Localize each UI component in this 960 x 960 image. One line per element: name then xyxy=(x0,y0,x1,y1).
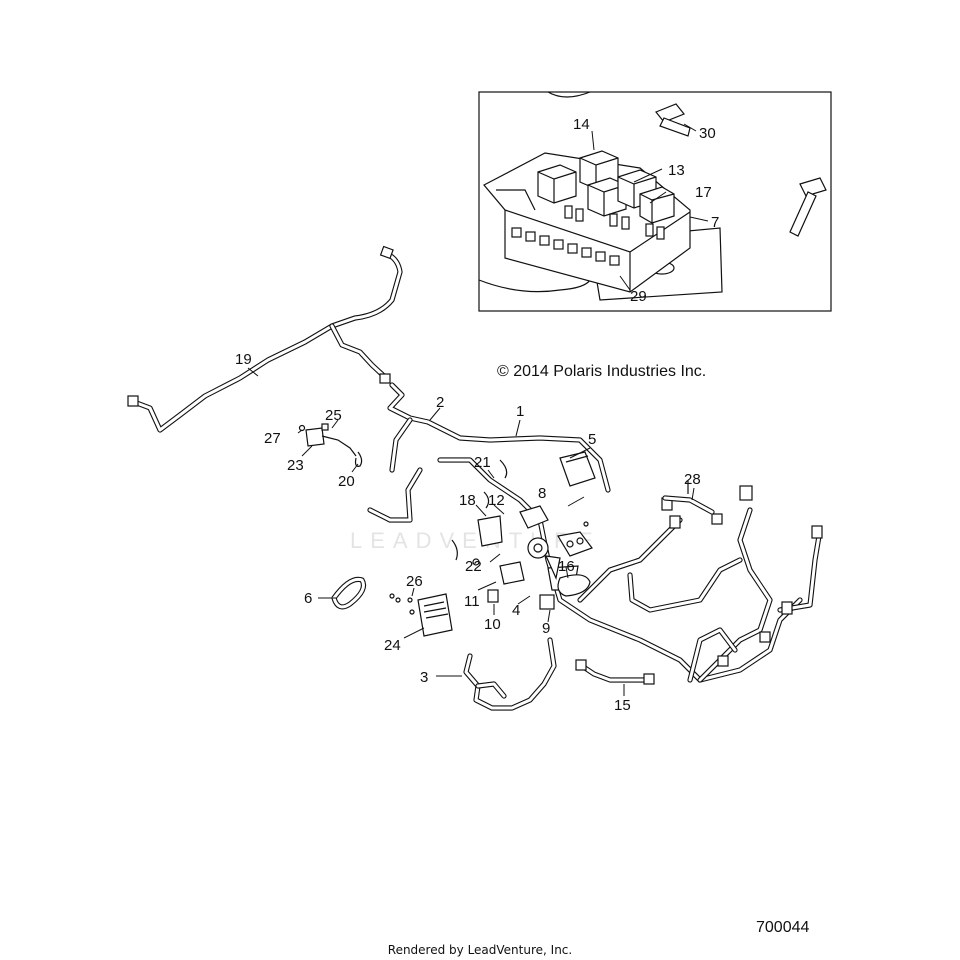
diagram-number: 700044 xyxy=(756,919,810,936)
inset-fuse-box xyxy=(478,91,832,312)
callout-13: 13 xyxy=(668,162,685,179)
relay-group xyxy=(537,150,675,224)
harness-19-rear xyxy=(127,245,403,433)
callout-28: 28 xyxy=(684,471,701,488)
harness-15 xyxy=(575,659,655,685)
bolt-icon xyxy=(655,103,691,137)
fuse-group xyxy=(564,205,665,240)
callout-23: 23 xyxy=(287,457,304,474)
callout-10: 10 xyxy=(484,616,501,633)
harness-28-branch xyxy=(662,480,715,515)
callout-11: 11 xyxy=(464,593,480,610)
harness-3 xyxy=(463,637,557,711)
relay-23 xyxy=(298,423,363,467)
callout-20: 20 xyxy=(338,473,355,490)
callout-16: 16 xyxy=(558,558,575,575)
callout-22: 22 xyxy=(465,558,482,575)
grommet-16 xyxy=(557,574,591,597)
callout-1: 1 xyxy=(516,403,524,420)
callout-2: 2 xyxy=(436,394,444,411)
callout-3: 3 xyxy=(420,669,428,686)
render-credit: Rendered by LeadVenture, Inc. xyxy=(387,943,573,957)
callout-6: 6 xyxy=(304,590,312,607)
callout-17: 17 xyxy=(695,184,712,201)
ecu-24 xyxy=(389,593,453,637)
callout-29: 29 xyxy=(630,288,647,305)
callout-21: 21 xyxy=(474,454,491,471)
callout-18: 18 xyxy=(459,492,476,509)
callout-25: 25 xyxy=(325,407,342,424)
callout-15: 15 xyxy=(614,697,631,714)
callout-12: 12 xyxy=(488,492,505,509)
copyright-notice: © 2014 Polaris Industries Inc. xyxy=(497,363,707,380)
harness-2 xyxy=(387,382,611,493)
callout-27: 27 xyxy=(264,430,281,447)
harness-1-main xyxy=(367,457,823,683)
callout-9: 9 xyxy=(542,620,550,637)
callout-5: 5 xyxy=(588,431,596,448)
callout-14: 14 xyxy=(573,116,590,133)
callout-26: 26 xyxy=(406,573,423,590)
callout-30: 30 xyxy=(699,125,716,142)
fuse-box-terminals xyxy=(511,227,620,266)
callout-7: 7 xyxy=(711,214,719,231)
watermark: LEADVENTURE xyxy=(350,528,601,553)
callout-4: 4 xyxy=(512,602,520,619)
callout-19: 19 xyxy=(235,351,252,368)
leader-lines xyxy=(247,367,695,696)
bolt-icon xyxy=(789,177,827,237)
callout-24: 24 xyxy=(384,637,401,654)
cable-6 xyxy=(331,576,367,610)
callout-labels: 14 30 13 17 7 29 19 2 1 25 27 5 23 21 20… xyxy=(235,116,719,714)
callout-8: 8 xyxy=(538,485,546,502)
